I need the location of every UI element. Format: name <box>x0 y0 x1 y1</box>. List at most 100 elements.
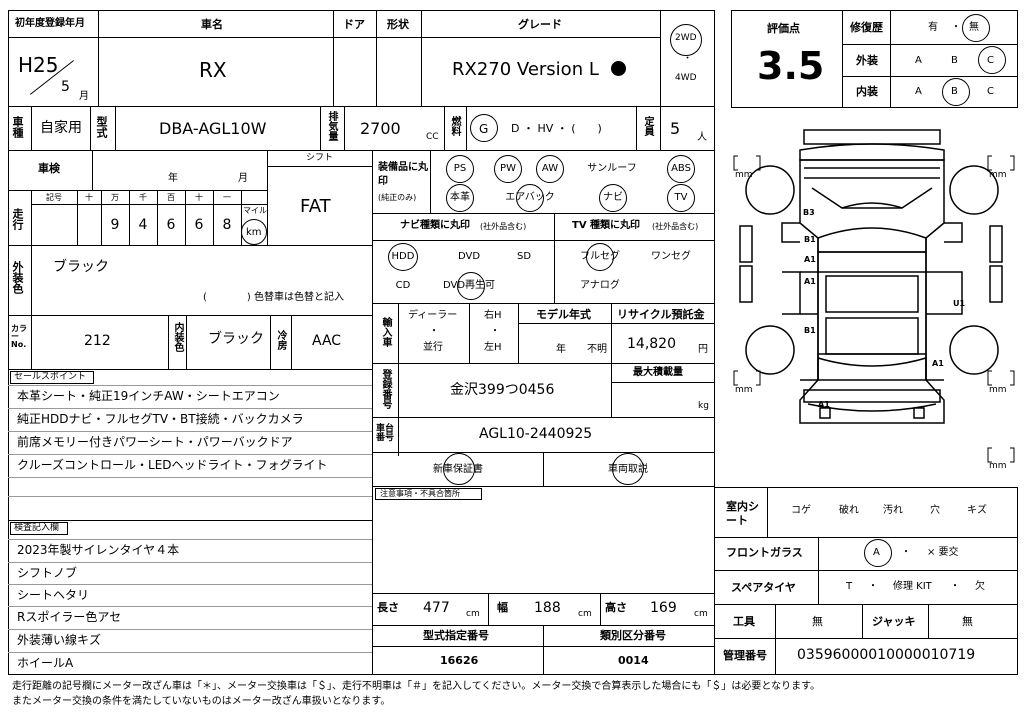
registration-number: 金沢399つ0456 <box>450 382 555 398</box>
equip-tv-circle <box>667 184 695 212</box>
repair-no-circle <box>962 14 990 42</box>
car-damage-diagram <box>733 129 1015 463</box>
recycle-label: リサイクル預託金 <box>617 308 705 321</box>
score-value: 3.5 <box>757 44 825 88</box>
tv-analog: アナログ <box>580 280 620 291</box>
manual-circle <box>612 453 644 485</box>
windshield-label: フロントガラス <box>726 546 803 559</box>
sales-point-line: 純正HDDナビ・フルセグTV・BT接続・バックカメラ <box>17 412 304 426</box>
equip-airbag-circle <box>516 184 544 212</box>
damage-mark: B1 <box>804 235 816 244</box>
inspection-note-line: シートヘタリ <box>17 588 90 602</box>
mileage-label: 走行 <box>11 208 24 230</box>
jack-value: 無 <box>962 615 973 628</box>
damage-mark: U1 <box>953 299 966 308</box>
inspection-notes-tab <box>10 522 68 535</box>
usage-label: 車種 <box>11 116 24 138</box>
inspection-note-line: ホイールA <box>17 656 74 670</box>
equipment-label: 装備品に丸印 <box>378 162 428 187</box>
chassis-label: 車台番号 <box>376 424 395 443</box>
capacity: 5 <box>670 119 681 138</box>
sales-point-line: 本革シート・純正19インチAW・シートエアコン <box>17 389 280 403</box>
import-label: 輸入車 <box>380 317 391 347</box>
max-load-label: 最大積載量 <box>633 367 683 378</box>
car-name-label: 車名 <box>201 18 223 31</box>
ext-grade-circle <box>978 46 1006 74</box>
reg-month-unit: 月 <box>79 91 89 102</box>
equipment-sub: (純正のみ) <box>378 193 417 202</box>
inspection-note-line: Rスポイラー色アセ <box>17 610 122 624</box>
tools-value: 無 <box>812 615 823 628</box>
model-label: 型式 <box>95 116 108 138</box>
ac: AAC <box>312 333 342 349</box>
tv-label: TV 種類に丸印 <box>572 220 641 231</box>
inspection-note-line: シフトノブ <box>17 566 78 580</box>
damage-mark: B3 <box>803 208 815 217</box>
equipment-check-box <box>714 487 1018 675</box>
jack-label: ジャッキ <box>872 615 916 628</box>
damage-mark: A1 <box>804 255 816 264</box>
grade-dot <box>611 61 626 76</box>
shift-label: シフト <box>306 153 334 163</box>
inspection-notes-label: 検査記入欄 <box>14 523 60 533</box>
shape-label: 形状 <box>387 18 409 31</box>
damage-mark: A1 <box>932 359 944 368</box>
warranty-circle <box>443 453 475 485</box>
length: 477 <box>423 600 450 616</box>
exterior-color: ブラック <box>53 259 109 275</box>
score-label: 評価点 <box>767 22 800 35</box>
sales-points-label: セールスポイント <box>14 372 87 382</box>
grade-label: グレード <box>518 18 562 31</box>
damage-mark: A1 <box>818 400 830 409</box>
navi-dvd-play-circle <box>457 272 485 300</box>
navi-label: ナビ種類に丸印 <box>400 220 470 231</box>
equip-leather-circle <box>446 184 474 212</box>
model: DBA-AGL10W <box>159 119 267 138</box>
footer-note-2: またメーター交換の条件を満たしていないものはメーター改ざん車扱いとなります。 <box>12 696 391 707</box>
chassis-number: AGL10-2440925 <box>479 426 593 442</box>
model-year-label: モデル年式 <box>536 308 591 321</box>
sales-points-tab <box>10 371 94 384</box>
management-number: 0359600001000001071​9 <box>797 647 976 663</box>
drive-2wd-circle <box>670 24 702 56</box>
inspection-note-line: 2023年製サイレンタイヤ４本 <box>17 543 180 557</box>
tv-fullseg-circle <box>586 243 614 271</box>
equip-pw-circle <box>494 155 522 183</box>
tv-oneseg: ワンセグ <box>651 251 691 262</box>
capacity-label: 定員 <box>642 116 653 136</box>
sales-point-line: クルーズコントロール・LEDヘッドライト・フォグライト <box>17 458 328 472</box>
displacement: 2700 <box>360 119 401 138</box>
ac-label: 冷房 <box>275 330 286 350</box>
tools-label: 工具 <box>733 615 755 628</box>
exterior-label: 外装色 <box>11 261 24 294</box>
fuel-options: D ・ HV ・ ( ) <box>511 122 602 135</box>
grade: RX270 Version L <box>452 59 599 80</box>
damage-mark: A1 <box>804 277 816 286</box>
recycle-value: 14,820 <box>627 336 676 352</box>
interior-label: 内装色 <box>172 322 183 352</box>
int-grade-circle <box>942 78 970 106</box>
width: 188 <box>534 600 561 616</box>
class-no: 0014 <box>618 654 649 667</box>
navi-dvd: DVD <box>457 251 481 262</box>
mileage-digit: 6 <box>166 217 176 233</box>
reg-era: H25 <box>18 53 59 77</box>
shift: FAT <box>300 196 331 217</box>
mileage-digit: 4 <box>138 217 148 233</box>
inspection-note-line: 外装薄い線キズ <box>17 633 102 647</box>
equip-sunroof: サンルーフ <box>587 163 637 174</box>
mileage-digit: 6 <box>194 217 204 233</box>
navi-cd: CD <box>395 280 411 291</box>
notes-label: 注意事項・不具合箇所 <box>380 489 460 498</box>
type-no: 16626 <box>440 654 479 667</box>
reg-year-label: 初年度登録年月 <box>15 18 85 29</box>
seat-label: 室内シート <box>726 500 759 528</box>
drive-4wd: 4WD <box>675 73 697 83</box>
capacity-unit: 人 <box>697 132 707 143</box>
color-no: 212 <box>84 333 111 349</box>
equip-ps-circle <box>446 155 474 183</box>
displacement-label: 排気量 <box>326 111 337 141</box>
color-no-label: カラーNo. <box>11 324 27 349</box>
reg-month: 5 <box>61 79 70 95</box>
navi-hdd-circle <box>388 243 418 271</box>
